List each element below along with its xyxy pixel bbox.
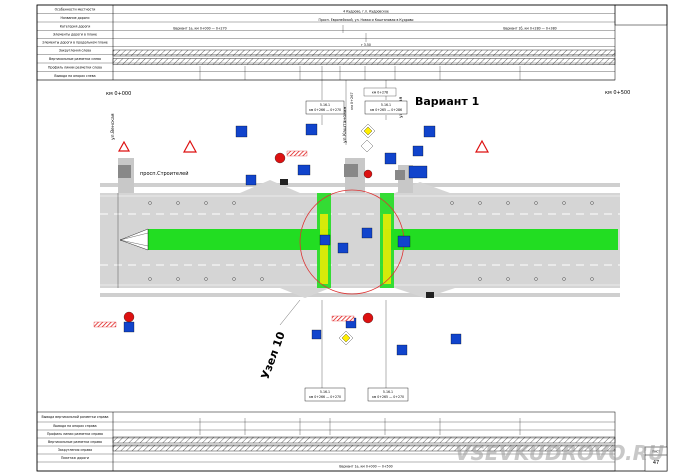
bottom-row-3-label: Вертикальные разметки справа <box>48 440 102 444</box>
warning-triangle-icon <box>474 139 490 153</box>
top-row-0-value: 4 Кудрово, г.п. Кудровское <box>343 10 389 14</box>
chainage-mark-box: км 0+278 <box>363 87 397 97</box>
warning-triangle-icon <box>117 140 131 152</box>
blue-sign-icon <box>384 152 397 165</box>
callout-bottom-right: 5.16.1 км 0+265 — 0+270 <box>367 387 409 402</box>
post-icon <box>426 292 434 298</box>
bottom-row-2-label: Профиль линии разметки справа <box>47 432 103 436</box>
callout-bottom-left-line2: км 0+266 — 0+270 <box>309 395 341 399</box>
bottom-row-4-label: Закругления справа <box>58 448 92 452</box>
bottom-row-1-label: Вывода на опорах справа <box>53 424 96 428</box>
stamp-sheet: 47 <box>653 460 659 466</box>
post-icon <box>395 170 405 180</box>
street-left-v: ул.Венская <box>110 113 116 140</box>
top-row-1-value: Просп. Европейский, ул. Новая и Каштанов… <box>319 18 414 22</box>
top-row-4-value: г 3.50 <box>361 43 371 47</box>
callout-top-left-line2: км 0+266 — 0+270 <box>309 108 341 112</box>
blue-sign-icon <box>305 123 318 136</box>
bottom-row-0-label: Вывода вертикальной разметки справа <box>42 415 109 419</box>
green-lane-left <box>148 229 330 250</box>
top-row-0-label: Особенности местности <box>55 7 96 11</box>
top-row-8-label: Вывода на опорах слева <box>54 74 95 78</box>
blue-sign-icon <box>245 174 257 186</box>
blue-sign-icon <box>337 242 349 254</box>
blue-sign-icon <box>423 125 436 138</box>
main-road-sign-icon <box>360 139 374 153</box>
post-icon <box>344 164 358 177</box>
barrier-plate-icon <box>331 315 355 322</box>
km-start: км 0+000 <box>106 91 131 97</box>
street-left: просп.Строителей <box>140 170 189 177</box>
road-plan <box>100 158 620 298</box>
chainage-top: км 0+267 <box>350 92 354 110</box>
prohibit-sign-icon <box>363 169 373 179</box>
post-icon <box>118 165 131 178</box>
barrier-plate-icon <box>286 150 308 157</box>
bottom-row-5-value: Вариант 1а, км 0+000 — 0+500 <box>339 465 392 469</box>
top-row-6-label: Вертикальные разметки слева <box>49 57 101 61</box>
warning-triangle-icon <box>182 139 198 153</box>
blue-sign-icon <box>450 333 462 345</box>
title-stamp: Лист 47 <box>644 446 668 472</box>
callout-bottom-left-line1: 5.16.1 <box>320 390 330 394</box>
prohibit-sign-icon <box>362 312 374 324</box>
blue-sign-icon <box>361 227 373 239</box>
callout-top-left: 5.16.1 км 0+266 — 0+270 <box>305 100 345 115</box>
callout-top-left-line1: 5.16.1 <box>320 103 330 107</box>
bottom-table: Вывода вертикальной разметки справаВывод… <box>36 411 616 472</box>
callout-bottom-right-line1: 5.16.1 <box>383 390 393 394</box>
top-row-2-label: Категория дороги <box>60 24 91 28</box>
post-icon <box>280 179 288 185</box>
road-signs <box>93 123 490 356</box>
km-end: км 0+500 <box>605 90 630 96</box>
blue-sign-icon <box>123 321 135 333</box>
street-v1: ул.Каштановая <box>342 106 348 143</box>
blue-sign-icon <box>319 234 331 246</box>
blue-sign-icon <box>396 344 408 356</box>
top-row-5-label: Закругления слева <box>59 49 91 53</box>
chainage-mark: км 0+278 <box>372 91 388 95</box>
blue-sign-icon <box>297 164 311 176</box>
callout-bottom-right-line2: км 0+265 — 0+270 <box>372 395 404 399</box>
stamp-label: Лист <box>652 450 660 454</box>
prohibit-sign-icon <box>274 152 286 164</box>
callout-bottom-left: 5.16.1 км 0+266 — 0+270 <box>304 387 346 402</box>
callout-top-right-line1: 5.16.1 <box>381 103 391 107</box>
top-row-1-label: Название дороги <box>61 16 90 20</box>
watermark: VSEVKUDROVO.RU <box>455 441 664 465</box>
prohibit-sign-icon <box>123 311 135 323</box>
variant-label: Вариант 1 <box>415 95 479 108</box>
blue-sign-icon <box>397 235 411 248</box>
bottom-row-5-label: Пикетаж дороги <box>61 456 89 460</box>
blue-sign-icon <box>408 165 428 179</box>
top-row-4-label: Элементы дороги в продольном плане <box>42 41 108 45</box>
top-row-2-value-left: Вариант 1а, км 0+000 — 0+270 <box>173 27 226 31</box>
top-row-7-label: Профиль линии разметки слева <box>48 65 102 69</box>
barrier-plate-icon <box>93 321 117 328</box>
top-row-3-label: Элементы дороги в плане <box>53 33 97 37</box>
callout-top-right-line2: км 0+265 — 0+286 <box>370 108 402 112</box>
green-lane-right <box>385 229 618 250</box>
callout-top-right: 5.16.1 км 0+265 — 0+286 <box>364 100 408 115</box>
blue-sign-icon <box>412 145 424 157</box>
top-row-2-value-right: Вариант 1б, км 0+280 — 0+380 <box>503 27 556 31</box>
blue-sign-icon <box>235 125 248 138</box>
blue-sign-icon <box>311 329 322 340</box>
